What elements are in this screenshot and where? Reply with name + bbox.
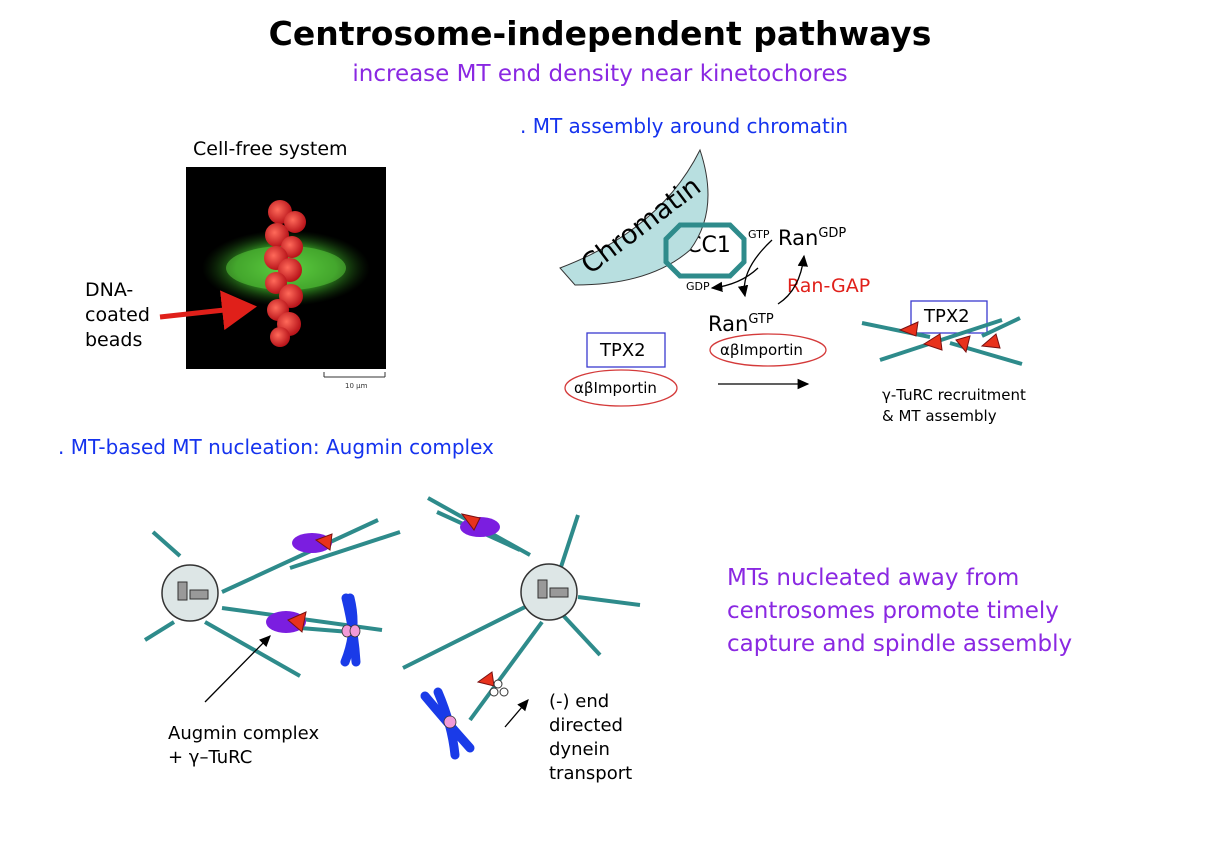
augmin-pointer-arrow (204, 635, 271, 703)
importin-label-left: αβImportin (574, 379, 657, 397)
right-aster (402, 496, 641, 760)
gtp-exchange-arrow (737, 239, 773, 298)
conclusion-text: MTs nucleated away from centrosomes prom… (727, 565, 1073, 657)
dna-beads-arrow (159, 290, 257, 331)
gtp-label: GTP (748, 228, 770, 241)
chromatin-crescent: Chromatin (559, 148, 709, 286)
importin-ellipse-mid (709, 333, 827, 367)
tpx2-label-left: TPX2 (600, 340, 646, 361)
chromatin-section-heading: . MT assembly around chromatin (520, 114, 849, 138)
ran-gtp-label: RanGTP (708, 312, 774, 336)
tpx2-label-right: TPX2 (924, 306, 970, 327)
gamma-turc-result-label: γ-TuRC recruitment & MT assembly (882, 386, 1026, 425)
dynein-direction-arrow (504, 699, 529, 728)
tpx2-box-left (586, 332, 666, 368)
ran-gdp-label: RanGDP (778, 226, 847, 250)
gdp-label: GDP (686, 280, 710, 293)
gdp-release-arrow (710, 267, 759, 293)
slide-subtitle: increase MT end density near kinetochore… (352, 61, 848, 87)
centrosome-right (520, 563, 578, 621)
dna-beads-cluster (264, 200, 306, 347)
gamma-turc-markers (898, 321, 1001, 354)
left-aster (143, 518, 401, 703)
rcc1-octagon (663, 222, 747, 279)
dynein-cargo (476, 671, 509, 697)
dna-beads-label: DNA- coated beads (85, 279, 150, 351)
augmin-section-heading: . MT-based MT nucleation: Augmin complex (58, 435, 494, 459)
cell-free-image: 10 μm (159, 167, 386, 390)
slide-title: Centrosome-independent pathways (268, 14, 932, 53)
importin-label-mid: αβImportin (720, 341, 803, 359)
dynein-transport-label: (-) end directed dynein transport (549, 691, 633, 784)
cell-free-heading: Cell-free system (193, 138, 348, 160)
ran-gap-arrow (777, 254, 808, 305)
scale-bar-label: 10 μm (345, 382, 368, 390)
tpx2-box-right (910, 300, 988, 334)
augmin-complex-label: Augmin complex + γ–TuRC (168, 723, 320, 768)
ran-gap-label: Ran-GAP (787, 275, 871, 297)
importin-ellipse-left (564, 369, 678, 407)
chromosome-right (420, 687, 475, 760)
chromosome-left (340, 593, 361, 667)
